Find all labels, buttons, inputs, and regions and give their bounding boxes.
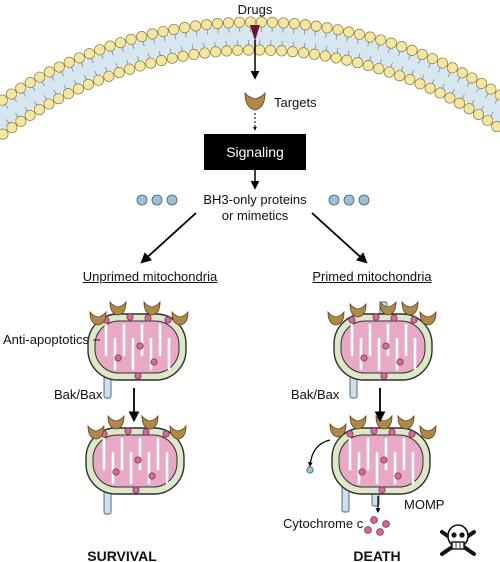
targets-label: Targets [274, 95, 317, 110]
drugs-label: Drugs [237, 2, 273, 17]
unprimed-heading: Unprimed mitochondria [82, 269, 218, 284]
skull-crossbones-icon [440, 524, 476, 556]
bh3-dots-right [328, 194, 370, 206]
cytochrome-c-dots [364, 516, 390, 536]
drug-triangle-icon [250, 25, 260, 41]
bak-bax-label-left: Bak/Bax [54, 387, 103, 402]
primed-heading: Primed mitochondria [312, 269, 432, 284]
survival-label: SURVIVAL [87, 548, 157, 562]
cell-membrane [0, 16, 500, 140]
mitochondrion-unprimed-bottom [85, 414, 187, 515]
mitochondrion-primed-bottom [306, 414, 437, 513]
bh3-dots-left [136, 194, 178, 206]
cytochrome-c-label: Cytochrome c [283, 516, 364, 531]
mitochondrion-unprimed-top [87, 300, 189, 399]
bh3-label-line1: BH3-only proteins [203, 192, 307, 207]
death-label: DEATH [353, 548, 401, 562]
momp-label: MOMP [404, 497, 445, 512]
bh3-label-line2: or mimetics [221, 208, 289, 223]
bak-bax-label-right: Bak/Bax [291, 387, 340, 402]
arrow-to-primed [311, 212, 368, 264]
target-receptor-icon [244, 91, 266, 111]
signaling-box: Signaling [204, 134, 306, 170]
anti-apoptotics-label: Anti-apoptotics [3, 332, 89, 347]
arrow-to-unprimed [140, 212, 197, 264]
mitochondrion-primed-top [327, 300, 437, 399]
release-curved-arrow [307, 439, 331, 467]
